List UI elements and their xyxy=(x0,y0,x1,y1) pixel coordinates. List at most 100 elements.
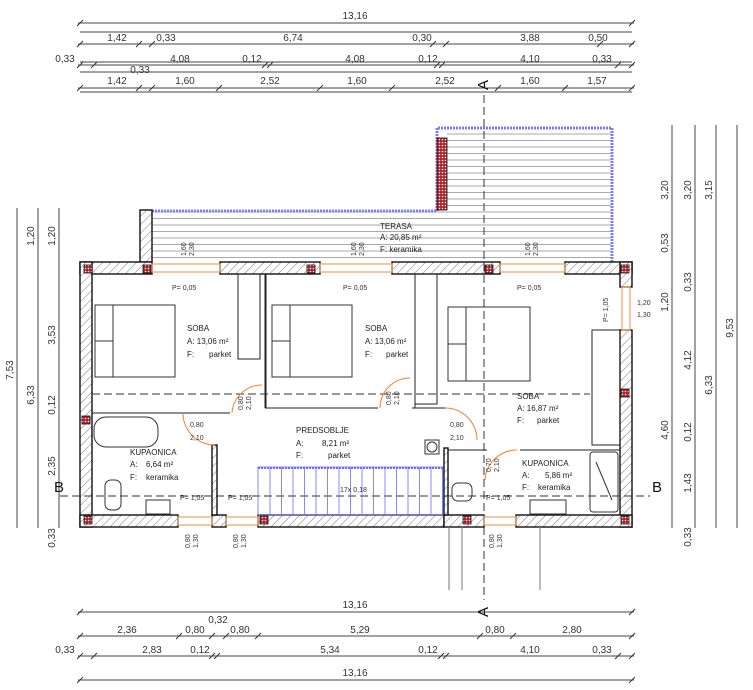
dim-label: 2,52 xyxy=(435,76,455,87)
window-width: 0,80 xyxy=(233,534,240,548)
dim-label: 0,12 xyxy=(418,54,438,65)
dim-tick xyxy=(90,61,98,69)
dim-label: 0,12 xyxy=(190,645,210,656)
room-area: A: 20,85 m² xyxy=(380,233,422,242)
dim-tick xyxy=(628,19,636,27)
stair-note: 17x 0,18 xyxy=(340,487,367,494)
room-predsoblje: PREDSOBLJE A: 8,21 m² F: parket xyxy=(296,426,351,460)
room-floor: parket xyxy=(209,350,232,359)
dim-tick xyxy=(614,652,622,660)
top-dimensions xyxy=(80,31,632,93)
dim-tick xyxy=(628,676,636,684)
top-dimension-lines xyxy=(78,22,634,89)
dim-bottom-total: 13,16 xyxy=(342,600,367,611)
dim-tick xyxy=(90,652,98,660)
room-floor: keramika xyxy=(146,473,179,482)
window-width: 1,60 xyxy=(351,242,358,256)
room-name: SOBA xyxy=(187,324,210,333)
dim-tick xyxy=(442,40,450,48)
dim-tick xyxy=(509,632,517,640)
room-area: 5,86 m² xyxy=(545,471,572,480)
dim-tick xyxy=(76,608,84,616)
dim-label: 2,35 xyxy=(47,456,58,476)
dim-label: 4,08 xyxy=(170,54,190,65)
dim-label: 5,29 xyxy=(350,625,370,636)
room-floor: keramika xyxy=(538,483,571,492)
dim-label: 0,80 xyxy=(230,625,250,636)
dim-top-total: 13,16 xyxy=(342,11,367,22)
dim-label: 1,43 xyxy=(683,473,694,493)
dim-label: 0,33 xyxy=(592,645,612,656)
room-floor: parket xyxy=(328,451,351,460)
dim-tick xyxy=(261,61,269,69)
dim-label: 1,20 xyxy=(26,226,37,246)
section-marker-b-left: B xyxy=(54,479,64,496)
dim-tick xyxy=(76,19,84,27)
door-width: 0,80 xyxy=(450,422,464,429)
dim-label: 2,36 xyxy=(117,625,137,636)
dim-label: 0,53 xyxy=(660,233,671,253)
dim-bottom-row2: 2,36 0,80 0,80 5,29 0,80 2,80 xyxy=(117,625,582,636)
room-floor: parket xyxy=(386,350,409,359)
room-area: A: 13,06 m² xyxy=(187,337,229,346)
dim-label: 0,50 xyxy=(588,33,608,44)
room-area: 6,64 m² xyxy=(146,460,173,469)
room-floor: parket xyxy=(537,416,560,425)
room-area: 8,21 m² xyxy=(322,439,349,448)
dim-label: 3,53 xyxy=(47,325,58,345)
dim-right: 3,20 0,53 1,20 4,60 3,20 0,33 4,12 0,12 … xyxy=(660,180,736,547)
dim-tick xyxy=(266,61,274,69)
dim-label: 0,12 xyxy=(683,422,694,442)
terrace: TERASA A: 20,85 m² F: keramika xyxy=(139,126,614,263)
dim-label: 2,52 xyxy=(260,76,280,87)
room-area: A: 13,06 m² xyxy=(365,337,407,346)
dim-label: 4,10 xyxy=(520,645,540,656)
dim-label: 1,20 xyxy=(660,292,671,312)
dim-label: 0,33 xyxy=(592,54,612,65)
sill-label: P= 0,05 xyxy=(172,285,196,292)
dim-tick xyxy=(76,676,84,684)
dim-tick xyxy=(76,652,84,660)
dim-label: 1,60 xyxy=(347,76,367,87)
dim-top-row2: 1,42 0,33 6,74 0,30 3,88 0,50 xyxy=(107,33,608,44)
window-height: 2,30 xyxy=(359,242,366,256)
section-marker-b-right: B xyxy=(652,479,662,496)
window-height: 2,30 xyxy=(533,242,540,256)
dim-tick xyxy=(76,40,84,48)
dim-label: 0,33 xyxy=(47,528,58,548)
dim-label: 4,08 xyxy=(345,54,365,65)
dim-label: 5,34 xyxy=(320,645,340,656)
window-width: 0,80 xyxy=(489,534,496,548)
section-marker-a-top: A xyxy=(475,80,492,90)
dim-label: 3,88 xyxy=(520,33,540,44)
room-floor-label: F: xyxy=(296,451,303,460)
window-height: 1,30 xyxy=(637,312,651,319)
dim-label: 1,60 xyxy=(175,76,195,87)
dim-label: 0,12 xyxy=(47,395,58,415)
right-dimension-lines xyxy=(671,125,738,528)
dim-tick xyxy=(437,652,445,660)
dim-label: 7,53 xyxy=(5,360,16,380)
left-dimension-lines xyxy=(16,208,60,528)
dim-top-row3: 0,33 4,08 0,12 4,08 0,12 4,10 0,33 0,33 xyxy=(55,54,612,76)
dim-label: 3,15 xyxy=(704,180,715,200)
dim-label: 0,80 xyxy=(485,625,505,636)
dim-label: 6,33 xyxy=(704,375,715,395)
dim-tick xyxy=(438,61,446,69)
room-area-label: A: xyxy=(130,460,138,469)
dim-tick xyxy=(76,84,84,92)
dim-tick xyxy=(494,84,502,92)
room-soba-1: SOBA A: 13,06 m² F: parket xyxy=(187,324,232,359)
room-floor-label: F: xyxy=(187,350,194,359)
room-floor-label: F: xyxy=(365,350,372,359)
dim-label: 4,12 xyxy=(683,350,694,370)
dim-label: 0,33 xyxy=(683,272,694,292)
section-marker-a-bottom: A xyxy=(475,607,492,617)
dim-tick xyxy=(213,652,221,660)
dim-tick xyxy=(222,632,230,640)
sill-label: P= 1,05 xyxy=(180,495,204,502)
room-area: A: 16,87 m² xyxy=(517,404,559,413)
dim-tick xyxy=(433,61,441,69)
dim-label: 9,53 xyxy=(725,318,736,338)
dim-label: 3,20 xyxy=(660,180,671,200)
